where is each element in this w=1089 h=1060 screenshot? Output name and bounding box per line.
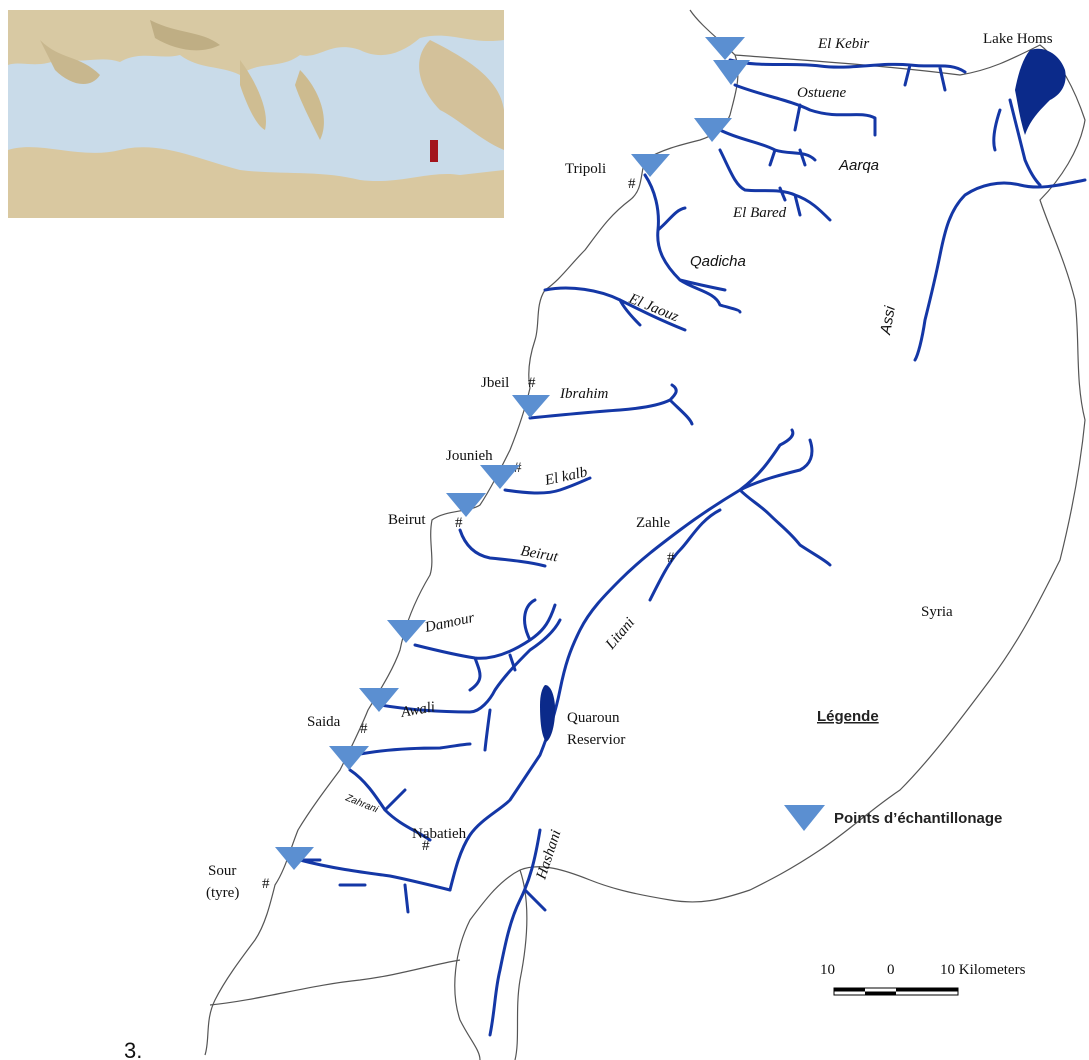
sampling-point <box>359 688 399 712</box>
river-label-el-bared: El Bared <box>732 205 787 221</box>
label-nabatieh: Nabatieh <box>412 826 467 842</box>
south-east-border <box>514 869 528 1060</box>
city-marker-jbeil: # <box>528 375 536 391</box>
city-marker-nabatieh: # <box>422 838 430 854</box>
scale-label-left: 10 <box>820 962 835 978</box>
river-label-qadicha: Qadicha <box>690 253 746 270</box>
scale-label-mid: 0 <box>887 962 895 978</box>
sampling-point <box>387 620 426 643</box>
label-jounieh: Jounieh <box>446 448 493 464</box>
city-marker-tripoli: # <box>628 176 636 192</box>
city-marker-jounieh: # <box>514 460 522 476</box>
lebanon-highlight <box>430 140 438 162</box>
figure-number: 3. <box>124 1038 142 1060</box>
river-label-aarqa: Aarqa <box>838 157 879 174</box>
label-beirut: Beirut <box>388 512 426 528</box>
river-label-awali: Awali <box>399 699 436 721</box>
label-lake-homs: Lake Homs <box>983 31 1053 47</box>
label-jbeil: Jbeil <box>481 375 509 391</box>
label-saida: Saida <box>307 714 341 730</box>
sampling-point <box>512 395 550 418</box>
scale-label-right: 10 Kilometers <box>940 962 1026 978</box>
city-markers: # # # # # # # # <box>262 176 675 892</box>
southern-border <box>209 959 461 1006</box>
label-tyre: (tyre) <box>206 885 239 901</box>
river-label-damour: Damour <box>423 610 476 636</box>
river-network <box>298 58 1087 1037</box>
sampling-point <box>694 118 732 142</box>
mediterranean-inset-map <box>8 10 504 218</box>
legend-marker-icon <box>784 805 825 831</box>
sampling-point <box>705 37 745 60</box>
sampling-points <box>275 37 750 870</box>
label-sour: Sour <box>208 863 236 879</box>
river-label-ostuene: Ostuene <box>797 85 846 101</box>
sampling-point <box>446 493 486 517</box>
scale-bar: 10 0 10 Kilometers <box>820 962 1026 996</box>
sampling-point <box>329 746 369 770</box>
eastern-border <box>454 44 1086 1060</box>
label-zahle: Zahle <box>636 515 670 531</box>
city-marker-beirut: # <box>455 515 463 531</box>
river-label-beirut: Beirut <box>519 543 560 565</box>
label-tripoli: Tripoli <box>565 161 606 177</box>
label-quaroun: Quaroun <box>567 710 620 726</box>
legend-item-label: Points d’échantillonage <box>834 810 1002 827</box>
river-label-assi: Assi <box>877 304 899 337</box>
label-syria: Syria <box>921 604 953 620</box>
sampling-point <box>480 465 520 489</box>
quaroun-reservoir-water <box>540 685 556 742</box>
river-label-ibrahim: Ibrahim <box>559 386 609 402</box>
sampling-point <box>631 154 670 177</box>
label-reservior: Reservior <box>567 732 625 748</box>
city-marker-zahle: # <box>667 550 675 566</box>
city-marker-saida: # <box>360 721 368 737</box>
city-marker-sour: # <box>262 876 270 892</box>
legend-title: Légende <box>817 708 879 725</box>
sampling-point <box>275 847 314 870</box>
sampling-point <box>713 60 750 85</box>
river-label-el-kalb: El kalb <box>543 464 590 489</box>
river-label-litani: Litani <box>602 615 638 654</box>
lake-homs-water <box>1015 48 1066 135</box>
river-label-el-kebir: El Kebir <box>817 36 869 52</box>
legend: Légende Points d’échantillonage <box>784 708 1002 831</box>
